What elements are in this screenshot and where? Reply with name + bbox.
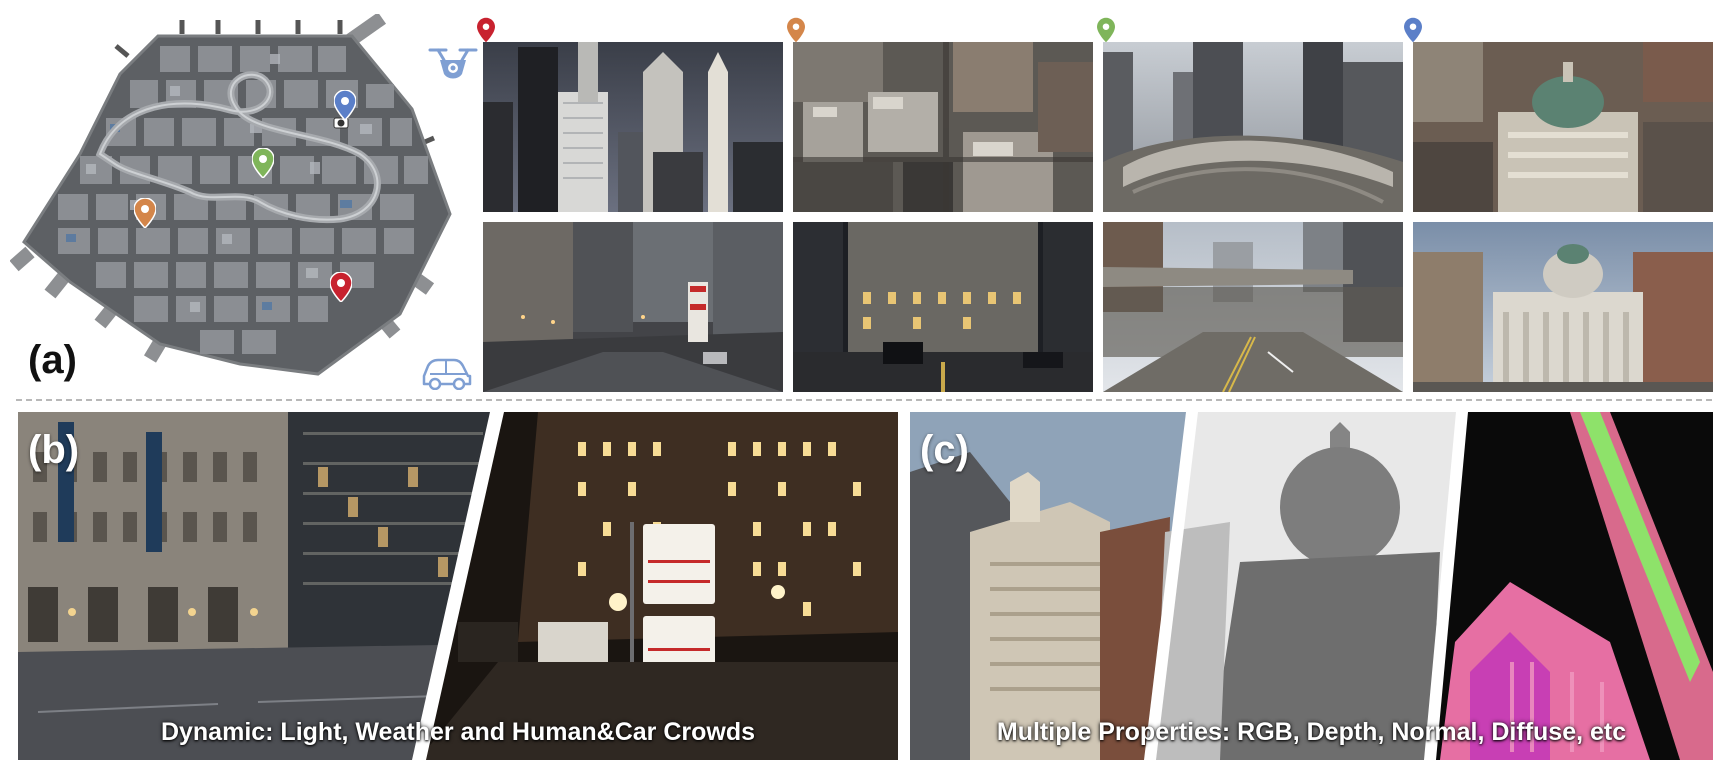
panel-c-image: Multiple Properties: RGB, Depth, Normal,… (910, 412, 1713, 760)
view-grid (483, 42, 1714, 392)
view-aerial-1[interactable] (483, 42, 783, 212)
map-pin-red-icon[interactable] (330, 272, 352, 302)
city-map (10, 14, 458, 392)
view-column-3-pin-icon (1097, 17, 1115, 43)
view-aerial-2[interactable] (793, 42, 1093, 212)
view-street-1[interactable] (483, 222, 783, 392)
panel-b-caption: Dynamic: Light, Weather and Human&Car Cr… (160, 717, 756, 746)
map-pin-blue-icon[interactable] (334, 90, 356, 120)
section-divider (16, 399, 1712, 401)
view-aerial-4[interactable] (1413, 42, 1713, 212)
panel-a-label: (a) (28, 338, 77, 382)
panel-b-label: (b) (28, 428, 80, 472)
panel-c-label: (c) (920, 428, 969, 472)
view-column-4-pin-icon (1404, 17, 1422, 43)
view-aerial-3[interactable] (1103, 42, 1403, 212)
view-column-1-pin-icon (477, 17, 495, 43)
map-pin-green-icon[interactable] (252, 148, 274, 178)
drone-icon (428, 44, 478, 84)
panel-b-image: Dynamic: Light, Weather and Human&Car Cr… (18, 412, 898, 760)
car-icon (420, 354, 474, 391)
view-column-2-pin-icon (787, 17, 805, 43)
view-street-2[interactable] (793, 222, 1093, 392)
view-street-4[interactable] (1413, 222, 1713, 392)
map-pin-orange-icon[interactable] (134, 198, 156, 228)
view-street-3[interactable] (1103, 222, 1403, 392)
panel-c-caption: Multiple Properties: RGB, Depth, Normal,… (996, 717, 1627, 746)
